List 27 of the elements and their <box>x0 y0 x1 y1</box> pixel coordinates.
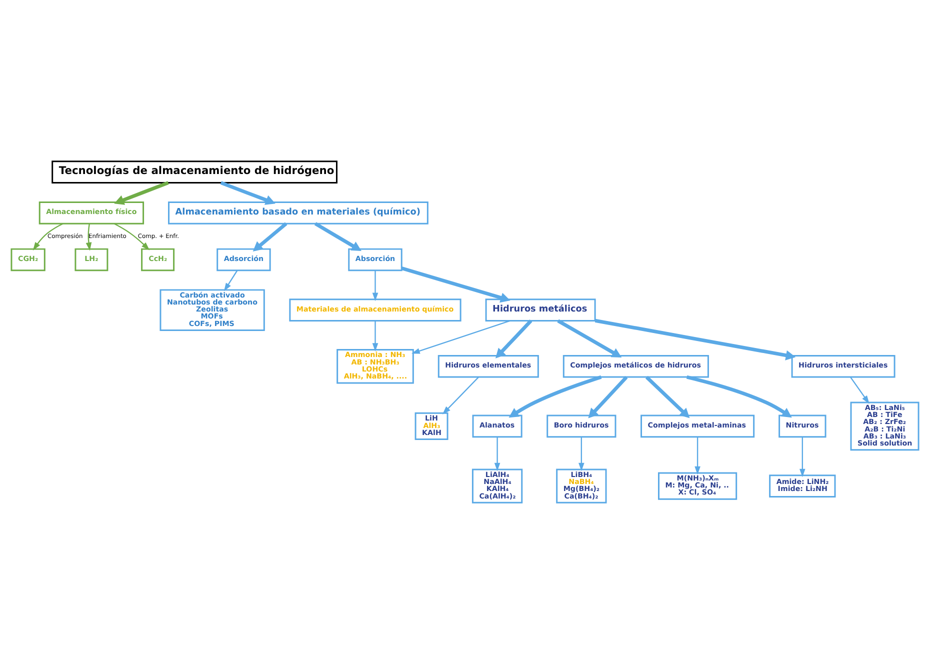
arrow <box>686 375 792 418</box>
arrow <box>588 376 628 418</box>
arrow <box>372 270 378 302</box>
node-box: Tecnologías de almacenamiento de hidrógeno <box>52 160 338 184</box>
arrow <box>800 437 806 478</box>
arrow <box>314 222 362 251</box>
arrow <box>114 223 150 250</box>
arrow <box>850 376 870 404</box>
arrow <box>578 437 584 472</box>
arrow <box>372 320 378 352</box>
arrow <box>224 270 238 292</box>
arrow <box>412 320 510 354</box>
arrow <box>442 376 479 414</box>
arrow <box>694 437 700 475</box>
arrow <box>557 319 622 358</box>
arrow <box>32 223 64 250</box>
node-box: Almacenamiento basado en materiales (químico) <box>168 202 428 224</box>
arrow <box>508 375 602 418</box>
node-box: Hidruros metálicos <box>485 298 596 322</box>
arrow <box>494 437 500 472</box>
arrow <box>114 181 169 205</box>
arrow <box>594 318 796 360</box>
arrow <box>401 266 510 303</box>
arrow <box>252 222 288 252</box>
arrow <box>645 376 690 418</box>
arrow <box>86 224 92 251</box>
arrow <box>495 320 532 358</box>
